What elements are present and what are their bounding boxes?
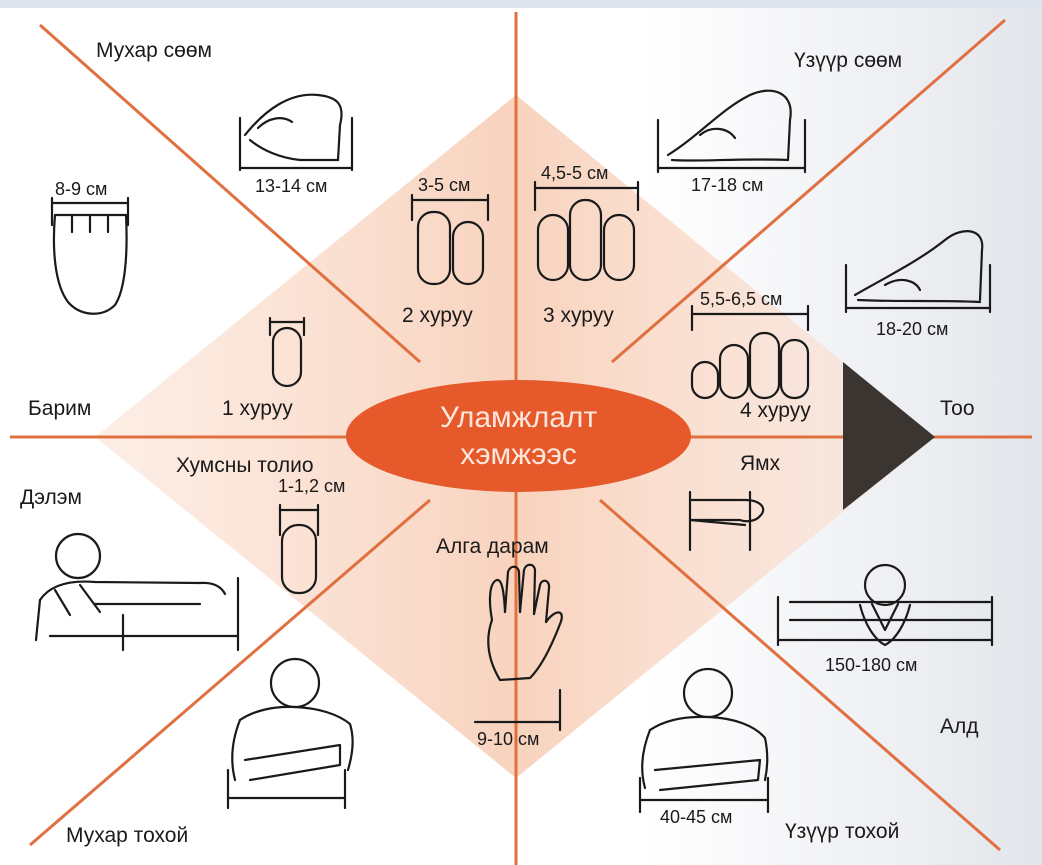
barim-illustration — [50, 196, 130, 315]
alga-daram-illustration — [473, 563, 563, 732]
measure-too: 18-20 см — [876, 319, 949, 339]
finger1-illustration — [268, 316, 306, 388]
label-khumsny-tolio: Хумсны толио — [176, 454, 314, 477]
label-yamkh: Ямх — [740, 452, 781, 475]
line-diag-bl — [29, 498, 431, 847]
measure-barim: 8-9 см — [55, 179, 108, 199]
measure-mukhar-soem: 13-14 см — [255, 176, 328, 196]
arrow-shape — [843, 362, 935, 510]
mukhar-soem-illustration — [238, 93, 354, 172]
line-diag-tl — [39, 23, 421, 364]
label-uzuur-tokhoi: Үзүүр тохой — [785, 820, 900, 843]
mukhar-tokhoi-illustration — [226, 657, 354, 810]
center-title-line2: хэмжээс — [460, 438, 577, 471]
label-finger4: 4 хуруу — [740, 399, 811, 422]
yamkh-illustration — [688, 490, 765, 552]
line-diag-tr — [611, 18, 1006, 364]
measure-finger4: 5,5-6,5 см — [700, 289, 783, 309]
label-finger3: 3 хуруу — [543, 304, 614, 327]
measure-finger2: 3-5 см — [418, 175, 471, 195]
uzuur-tokhoi-illustration — [638, 667, 770, 814]
measure-ald: 150-180 см — [825, 655, 918, 675]
label-finger1: 1 хуруу — [222, 397, 293, 420]
center-title-line1: Уламжлалт — [439, 400, 598, 434]
measure-khumsny-tolio: 1-1,2 см — [278, 476, 346, 496]
label-barim: Барим — [28, 397, 92, 420]
line-diag-br — [599, 498, 1001, 852]
too-illustration — [844, 230, 992, 314]
measure-finger3: 4,5-5 см — [541, 163, 609, 183]
measure-uzuur-soem: 17-18 см — [691, 175, 764, 195]
label-too: Тоо — [940, 397, 975, 420]
label-mukhar-soem: Мухар сөөм — [96, 39, 212, 62]
measure-uzuur-tokhoi: 40-45 см — [660, 807, 733, 827]
finger2-illustration — [410, 193, 490, 286]
label-uzuur-soem: Үзүүр сөөм — [794, 49, 903, 72]
finger3-illustration — [533, 180, 640, 282]
label-mukhar-tokhoi: Мухар тохой — [66, 824, 189, 847]
center-ellipse: Уламжлалт хэмжээс — [346, 380, 691, 492]
label-delem: Дэлэм — [20, 486, 82, 509]
measure-alga-daram: 9-10 см — [477, 729, 540, 749]
ald-illustration — [776, 563, 994, 647]
uzuur-soem-illustration — [656, 89, 807, 174]
label-alga-daram: Алга дарам — [436, 535, 549, 558]
top-border — [0, 0, 1042, 8]
khumsny-tolio-illustration — [278, 503, 320, 595]
label-ald: Алд — [940, 715, 979, 738]
delem-illustration — [34, 532, 240, 652]
label-finger2: 2 хуруу — [402, 304, 473, 327]
finger4-illustration — [690, 304, 810, 400]
